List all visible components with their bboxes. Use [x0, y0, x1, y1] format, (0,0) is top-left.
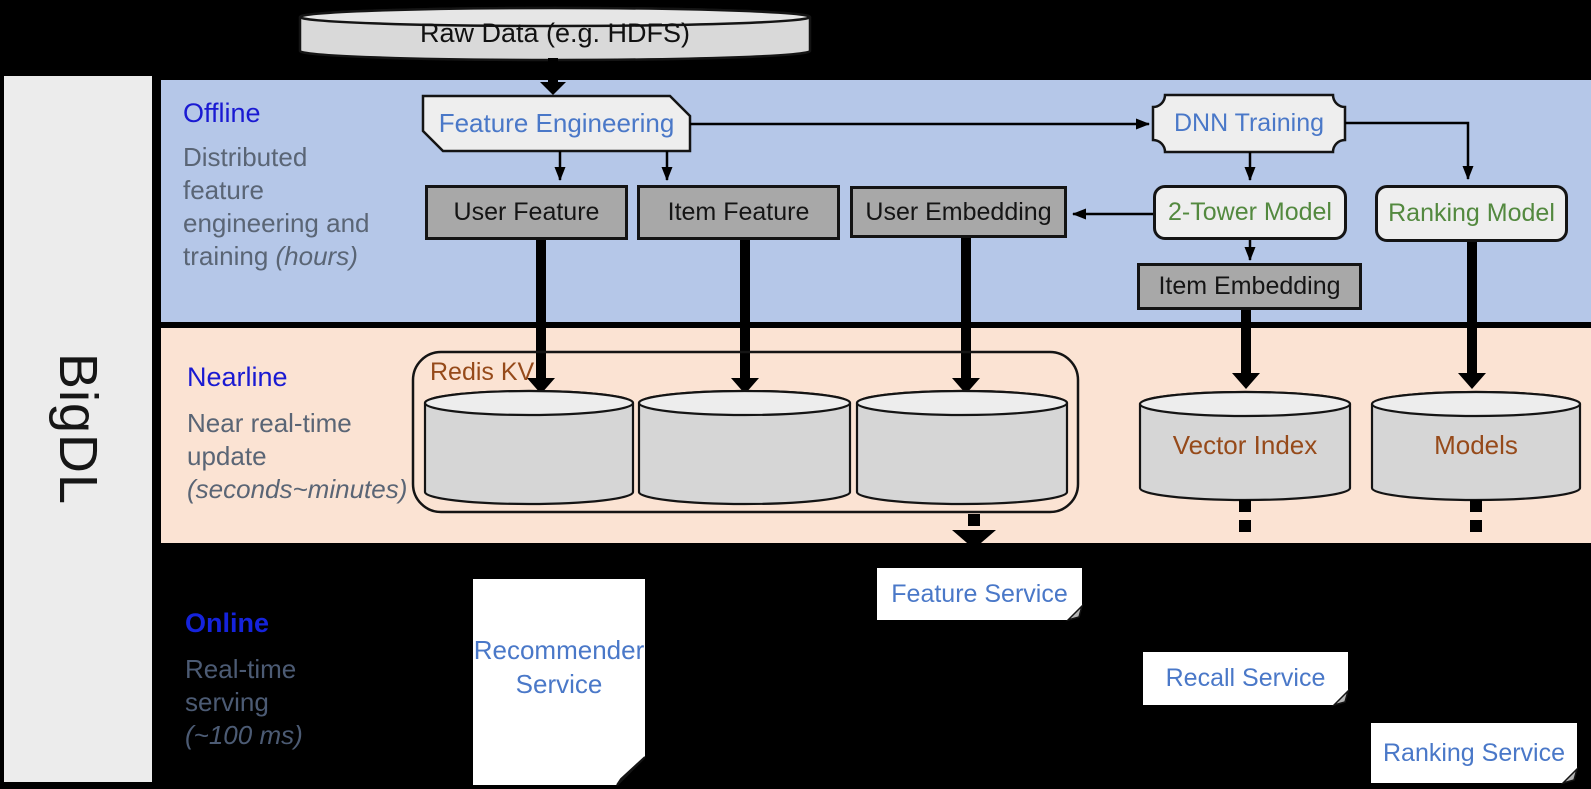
user-feature-label: User Feature	[453, 198, 600, 226]
nearline-desc-line3: (seconds~minutes)	[187, 474, 408, 504]
item-feature-node: Item Feature	[637, 185, 840, 240]
user-feature-node: User Feature	[425, 185, 628, 240]
recommender-service-line2: Service	[515, 669, 603, 699]
raw-data-cylinder	[298, 6, 812, 62]
online-section-label: Online Real-time serving (~100 ms)	[185, 608, 303, 752]
online-title: Online	[185, 608, 270, 638]
ranking-service-box	[1371, 723, 1579, 785]
online-desc-line1: Real-time	[185, 654, 297, 684]
nearline-title: Nearline	[187, 362, 288, 392]
offline-desc-line4: training (hours)	[183, 240, 370, 273]
online-desc-line3: (~100 ms)	[185, 720, 303, 750]
offline-desc-line3: engineering and	[183, 208, 370, 238]
ranking-model-node: Ranking Model	[1375, 185, 1568, 242]
item-feature-label: Item Feature	[667, 198, 810, 226]
raw-data-label: Raw Data (e.g. HDFS)	[419, 17, 691, 48]
two-tower-model-label: 2-Tower Model	[1168, 198, 1332, 226]
feature-service-label: Feature Service	[891, 579, 1068, 608]
raw-data-cylinder-top	[298, 6, 812, 28]
nearline-desc-line1: Near real-time	[187, 408, 352, 438]
offline-desc-line2: feature	[183, 175, 264, 205]
ranking-service-label: Ranking Service	[1382, 738, 1566, 767]
offline-title: Offline	[183, 98, 261, 128]
offline-desc-line1: Distributed	[183, 142, 308, 172]
offline-desc-line4-italic: (hours)	[275, 241, 358, 271]
user-embedding-label: User Embedding	[865, 197, 1052, 226]
item-embedding-node: Item Embedding	[1137, 263, 1362, 310]
recommender-service-document	[473, 579, 646, 786]
two-tower-model-node: 2-Tower Model	[1153, 185, 1347, 240]
online-desc-line2: serving	[185, 687, 269, 717]
recall-service-label: Recall Service	[1165, 664, 1326, 692]
nearline-section-label: Nearline Near real-time update (seconds~…	[187, 362, 407, 506]
ranking-model-label: Ranking Model	[1388, 199, 1555, 227]
item-embedding-label: Item Embedding	[1158, 272, 1341, 300]
recommender-service-line1: Recommender	[473, 635, 645, 665]
redis-kv-label: Redis KV	[430, 358, 535, 386]
recall-service-box	[1143, 652, 1350, 707]
nearline-desc-line2: update	[187, 441, 267, 471]
recommender-service-label: Recommender Service	[473, 579, 645, 755]
offline-section-label: Offline Distributed feature engineering …	[183, 98, 370, 273]
feature-service-box	[877, 568, 1084, 622]
bigdl-label: BigDL	[48, 352, 109, 506]
offline-desc-line4-normal: training	[183, 241, 276, 271]
bigdl-sidebar: BigDL	[4, 76, 152, 782]
user-embedding-node: User Embedding	[850, 186, 1067, 238]
